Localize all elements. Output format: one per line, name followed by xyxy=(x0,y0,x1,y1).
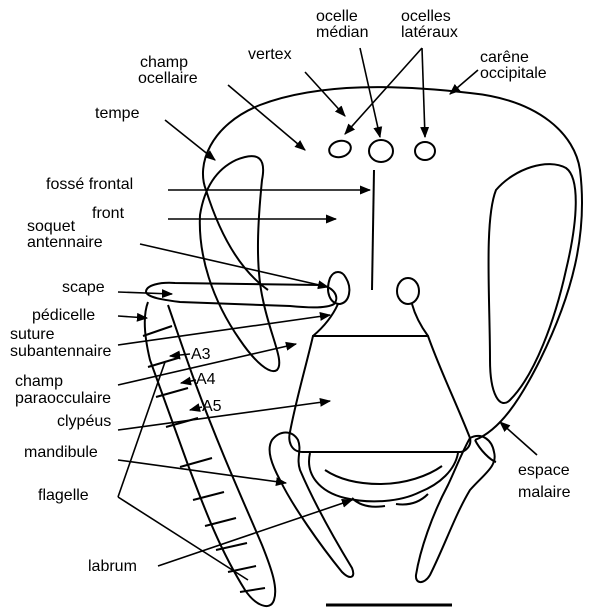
leader-tempe xyxy=(165,120,215,160)
leader-vertex xyxy=(305,72,345,116)
label-soquet-antennaire-1: soquet xyxy=(27,218,76,235)
label-champ-paraocculaire-1: champ xyxy=(15,373,63,390)
leader-espace-malaire xyxy=(500,422,537,455)
label-mandibule: mandibule xyxy=(24,444,98,461)
leader-a3 xyxy=(170,354,190,356)
label-ocelles-lateraux-1: ocelles xyxy=(401,8,451,25)
leader-labrum xyxy=(158,500,352,566)
label-front: front xyxy=(92,205,125,222)
ocellus-lateral-left xyxy=(327,138,352,159)
leader-mandibule xyxy=(118,460,286,483)
mandible-left xyxy=(270,433,354,577)
label-flagelle: flagelle xyxy=(38,487,89,504)
segment-line xyxy=(180,458,212,467)
antennal-socket-right xyxy=(397,278,419,304)
subantennal-suture-right xyxy=(412,304,428,336)
label-vertex: vertex xyxy=(248,46,292,63)
label-carene-occipitale-1: carêne xyxy=(480,49,529,66)
label-labrum: labrum xyxy=(88,558,137,575)
leader-pedicelle xyxy=(118,316,147,318)
label-espace-malaire-2: malaire xyxy=(518,484,571,501)
antenna-scape xyxy=(146,283,336,308)
clypeus xyxy=(289,336,470,452)
label-soquet-antennaire-2: antennaire xyxy=(27,234,103,251)
compound-eye-right xyxy=(489,164,576,403)
leader-ocelles-lateraux-b xyxy=(422,48,425,137)
label-espace-malaire-1: espace xyxy=(518,462,570,479)
leader-suture-subantennaire xyxy=(118,315,330,345)
label-a3: A3 xyxy=(191,346,211,363)
ocellus-lateral-right xyxy=(415,142,435,160)
labrum xyxy=(309,453,458,507)
label-tempe: tempe xyxy=(95,105,140,122)
leader-carene-occipitale xyxy=(450,70,478,94)
labels: ocelle médian ocelles latéraux carêne oc… xyxy=(10,8,571,575)
mandible-right xyxy=(416,436,495,582)
label-suture-subantennaire-1: suture xyxy=(10,326,55,343)
segment-line xyxy=(193,492,224,500)
label-champ-ocellaire-1: champ xyxy=(140,54,188,71)
label-fosse-frontal: fossé frontal xyxy=(46,176,133,193)
label-clypeus: clypéus xyxy=(57,413,111,430)
leader-scape xyxy=(118,292,172,294)
leader-ocelles-lateraux-a xyxy=(345,48,422,134)
head-outline xyxy=(203,87,582,440)
ocellus-median xyxy=(369,140,393,162)
label-carene-occipitale-2: occipitale xyxy=(480,65,547,82)
label-ocelle-median-1: ocelle xyxy=(316,8,358,25)
leader-flagelle-b xyxy=(118,497,248,580)
label-a4: A4 xyxy=(196,371,216,388)
label-champ-paraocculaire-2: paraocculaire xyxy=(15,390,111,407)
label-pedicelle: pédicelle xyxy=(32,307,95,324)
label-ocelle-median-2: médian xyxy=(316,24,368,41)
compound-eye-left xyxy=(200,156,279,371)
label-ocelles-lateraux-2: latéraux xyxy=(401,24,458,41)
leader-lines xyxy=(118,48,537,580)
segment-line xyxy=(143,326,172,336)
label-a5: A5 xyxy=(202,398,222,415)
label-scape: scape xyxy=(62,279,105,296)
label-suture-subantennaire-2: subantennaire xyxy=(10,343,112,360)
subantennal-suture-left xyxy=(313,304,338,336)
leader-soquet-antennaire xyxy=(140,244,328,287)
frontal-line xyxy=(372,170,374,290)
leader-a5 xyxy=(190,407,202,410)
label-champ-ocellaire-2: ocellaire xyxy=(138,70,198,87)
leader-ocelle-median xyxy=(360,48,380,137)
